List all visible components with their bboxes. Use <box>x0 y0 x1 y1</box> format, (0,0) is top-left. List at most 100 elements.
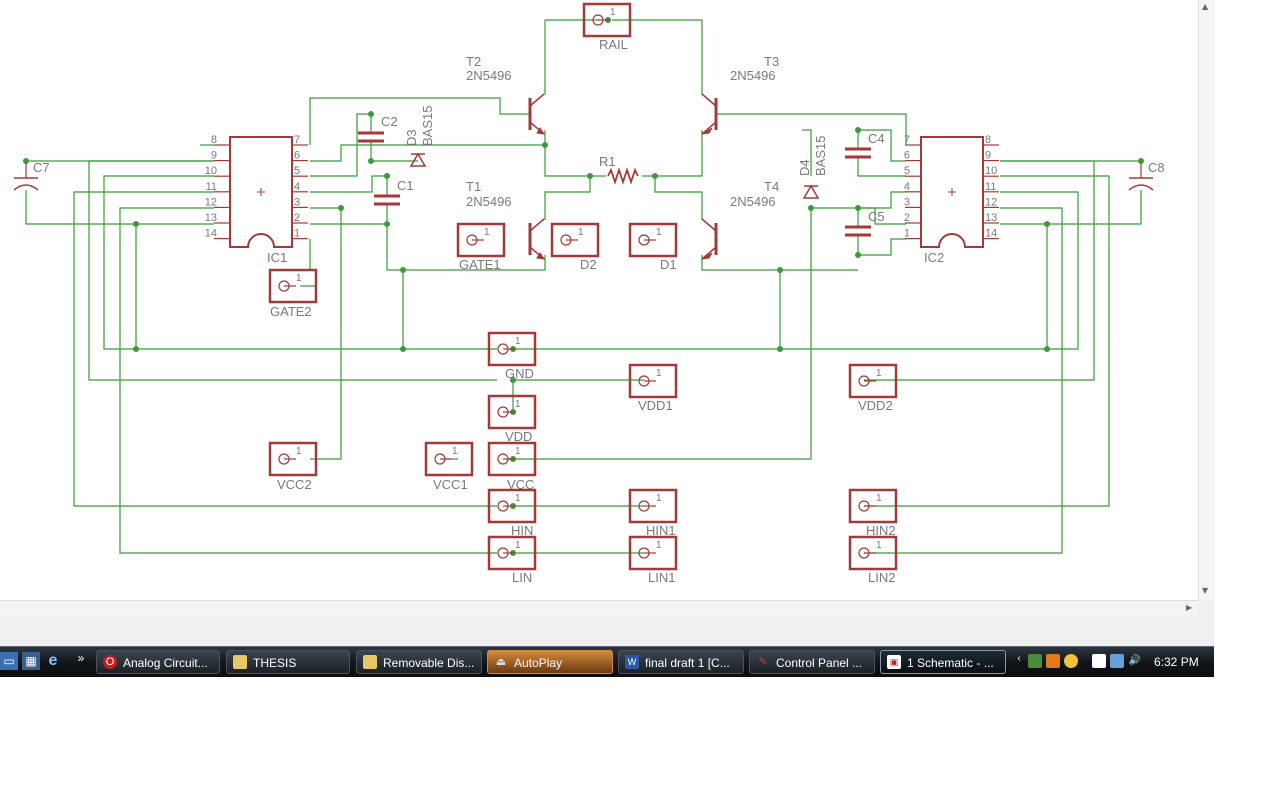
quicklaunch-overflow[interactable]: » <box>77 651 85 665</box>
junction-dot <box>338 205 344 211</box>
ic1-pin-number: 1 <box>294 228 300 240</box>
junction-dot <box>1044 221 1050 227</box>
d4-label: D4 <box>797 159 812 176</box>
ic1 <box>214 136 308 248</box>
update-icon[interactable] <box>1046 654 1060 668</box>
pad-frame <box>268 441 318 477</box>
transistor-lead <box>701 93 717 107</box>
show-desktop-icon[interactable]: ▭ <box>0 652 18 670</box>
gate1-connector <box>456 222 506 258</box>
d1-connector <box>628 222 678 258</box>
network-device-icon[interactable] <box>1028 654 1042 668</box>
t1-value: 2N5496 <box>466 194 512 209</box>
junction-dot <box>368 111 374 117</box>
ic2-pin-number: 5 <box>904 165 910 177</box>
pad-pin-number: 1 <box>876 368 882 379</box>
wire <box>864 160 1095 381</box>
lin-connector-label: LIN <box>512 570 532 585</box>
task-control-panel[interactable]: ✎ Control Panel ... <box>749 650 875 674</box>
opera-icon: O <box>103 655 117 669</box>
transistor-arrow <box>701 252 713 260</box>
wire <box>310 204 388 225</box>
folder-icon <box>233 655 247 669</box>
switch-windows-icon[interactable]: ▦ <box>22 652 40 670</box>
volume-icon[interactable]: 🔊 <box>1128 655 1142 666</box>
ic1-pin-number: 9 <box>211 150 217 162</box>
battery-icon[interactable] <box>1092 654 1106 668</box>
hin1-connector <box>628 488 678 524</box>
word-icon: W <box>625 655 639 669</box>
transistor-arrow <box>536 127 546 135</box>
pad-frame <box>848 488 898 524</box>
scroll-right-icon[interactable]: ▶ <box>1186 603 1193 612</box>
wire <box>802 129 812 176</box>
pad-frame <box>848 535 898 571</box>
d2-connector-label: D2 <box>580 257 597 272</box>
junction-dot <box>652 173 658 179</box>
junction-dot <box>400 267 406 273</box>
wire <box>655 130 703 177</box>
task-analog-circuit[interactable]: O Analog Circuit... <box>96 650 220 674</box>
pad-frame <box>424 441 474 477</box>
scroll-down-icon[interactable]: ▼ <box>1202 586 1209 595</box>
gate2-connector <box>268 268 318 304</box>
vdd-connector-label: VDD <box>505 429 532 444</box>
task-thesis[interactable]: THESIS <box>226 650 350 674</box>
vcc2-connector <box>268 441 318 477</box>
junction-dot <box>855 252 861 258</box>
wire <box>103 175 497 350</box>
task-label: Analog Circuit... <box>123 656 208 670</box>
task-label: THESIS <box>253 656 297 670</box>
wire <box>857 157 906 177</box>
tray-chevron[interactable]: ‹ <box>1017 653 1021 664</box>
vertical-scrollbar[interactable]: ▲ ▼ <box>1198 0 1215 600</box>
transistor-arrow <box>701 127 713 135</box>
vcc1-connector <box>424 441 474 477</box>
task-autoplay[interactable]: ⏏ AutoPlay <box>487 650 613 674</box>
t4-value: 2N5496 <box>730 194 776 209</box>
ic2-pin-number: 12 <box>985 196 997 208</box>
internet-explorer-icon[interactable]: e <box>48 652 58 669</box>
t1-label: T1 <box>466 179 481 194</box>
gate2-connector-label: GATE2 <box>270 304 312 319</box>
task-final-draft[interactable]: W final draft 1 [C... <box>618 650 744 674</box>
ic1-pin-number: 10 <box>205 165 217 177</box>
taskbar-clock[interactable]: 6:32 PM <box>1154 655 1199 669</box>
vdd2-connector <box>848 363 898 399</box>
d1-connector-label: D1 <box>660 257 677 272</box>
pad-pin-number: 1 <box>610 7 616 18</box>
wire <box>857 191 906 227</box>
folder-icon <box>363 655 377 669</box>
junction-dot <box>368 158 374 164</box>
network-icon[interactable] <box>1110 654 1124 668</box>
c8-capacitor <box>1128 162 1154 191</box>
junction-dot <box>855 127 861 133</box>
pad-frame <box>456 222 506 258</box>
pad-frame <box>487 488 537 524</box>
scroll-up-icon[interactable]: ▲ <box>1202 2 1209 11</box>
horizontal-scrollbar[interactable]: ▶ <box>0 600 1198 617</box>
vcc2-connector-label: VCC2 <box>277 477 312 492</box>
vdd1-connector <box>628 363 678 399</box>
vcc-connector-label: VCC <box>507 477 534 492</box>
ic2-pin-number: 10 <box>985 165 997 177</box>
task-schematic[interactable]: ▣ 1 Schematic - ... <box>880 650 1006 674</box>
task-removable-disk[interactable]: Removable Dis... <box>356 650 482 674</box>
ic1-pin-number: 11 <box>206 181 217 193</box>
junction-dot <box>133 346 139 352</box>
task-label: Control Panel ... <box>776 656 863 670</box>
ic1-pin-number: 2 <box>294 212 300 224</box>
pad-frame <box>487 331 537 367</box>
ic2-pin-number: 13 <box>985 212 997 224</box>
pad-frame <box>628 222 678 258</box>
pad-pin-number: 1 <box>515 540 521 551</box>
wire <box>119 207 497 554</box>
pad-pin-number: 1 <box>484 227 490 238</box>
window-status-area <box>0 616 1198 646</box>
ic2-pin-number: 14 <box>985 228 997 240</box>
c1-capacitor <box>374 194 400 206</box>
gate1-connector-label: GATE1 <box>459 257 501 272</box>
messenger-icon[interactable] <box>1064 654 1078 668</box>
t3-transistor <box>701 93 718 135</box>
